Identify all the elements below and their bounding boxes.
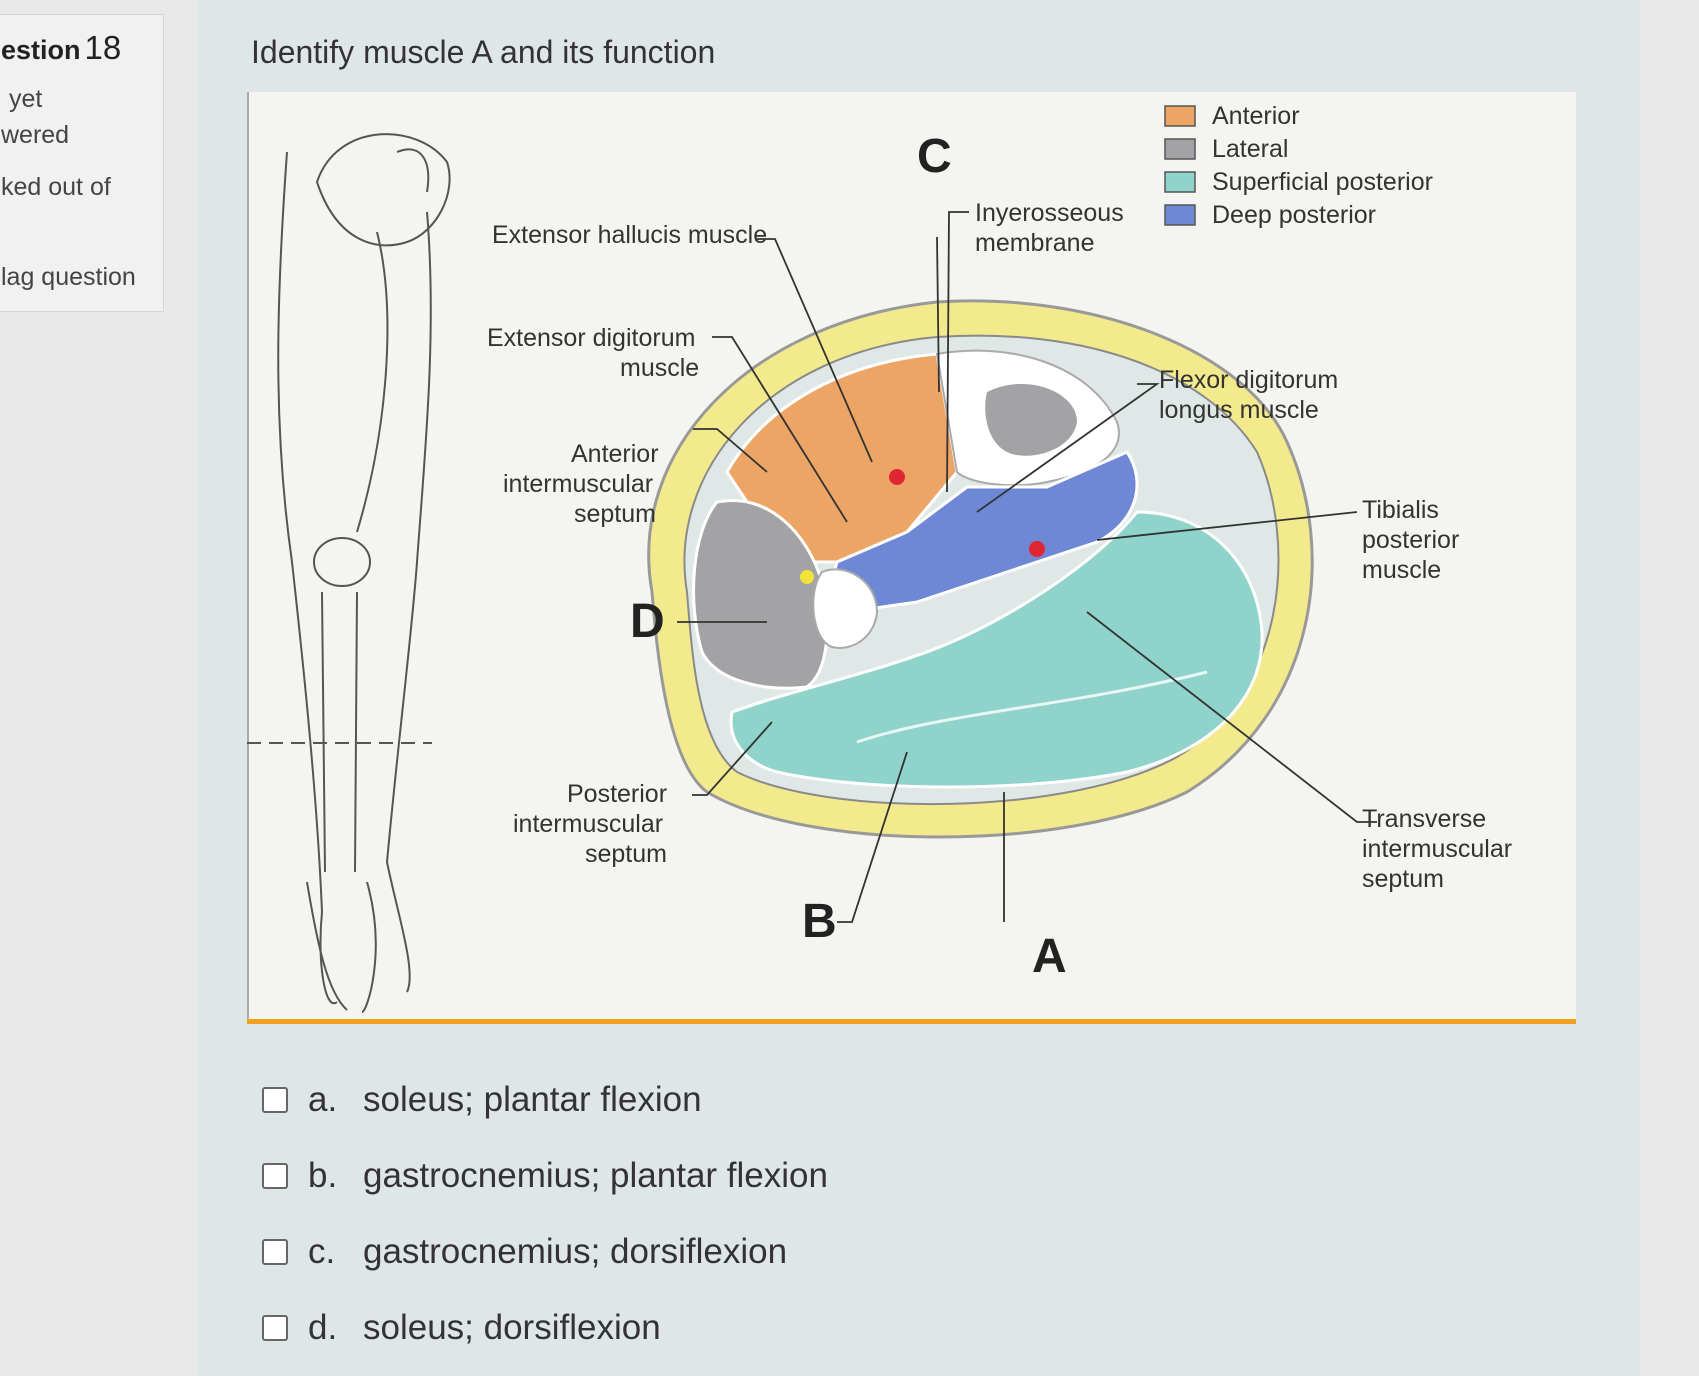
label-posterior-septum-line-1: Posterior bbox=[567, 780, 667, 808]
status-text-line-1: yet bbox=[9, 85, 43, 113]
label-anterior-septum-line-2: intermuscular bbox=[503, 470, 653, 498]
gastrocnemius-soleus-divider bbox=[856, 670, 1208, 744]
option-b-text: gastrocnemius; plantar flexion bbox=[363, 1156, 828, 1195]
label-transverse-septum-line-2: intermuscular bbox=[1362, 835, 1512, 863]
legend-swatch-lateral bbox=[1164, 138, 1196, 160]
label-extensor-digitorum-line-1: Extensor digitorum bbox=[487, 324, 695, 352]
question-text: Identify muscle A and its function bbox=[251, 34, 716, 70]
label-posterior-septum-line-3: septum bbox=[585, 840, 667, 868]
question-number: 18 bbox=[84, 29, 122, 66]
option-b-checkbox[interactable] bbox=[262, 1163, 288, 1189]
option-d-text: soleus; dorsiflexion bbox=[363, 1308, 661, 1347]
option-c-text: gastrocnemius; dorsiflexion bbox=[363, 1232, 788, 1271]
fibula-bone bbox=[812, 568, 879, 649]
answer-option-d[interactable]: d. soleus; dorsiflexion bbox=[262, 1308, 661, 1348]
legend-label-deep-posterior: Deep posterior bbox=[1212, 201, 1376, 229]
leg-skeleton-illustration bbox=[277, 133, 451, 1013]
option-a-text: soleus; plantar flexion bbox=[363, 1080, 702, 1119]
label-interosseous-line-1: Inyerosseous bbox=[975, 199, 1124, 227]
legend-label-superficial-posterior: Superficial posterior bbox=[1212, 168, 1433, 196]
option-d-checkbox[interactable] bbox=[262, 1315, 288, 1341]
answer-option-c[interactable]: c. gastrocnemius; dorsiflexion bbox=[262, 1232, 787, 1272]
answer-option-b[interactable]: b. gastrocnemius; plantar flexion bbox=[262, 1156, 828, 1196]
tibia-marrow bbox=[985, 383, 1077, 456]
label-posterior-septum-line-2: intermuscular bbox=[513, 810, 663, 838]
option-b-letter: b. bbox=[308, 1156, 338, 1195]
option-d-letter: d. bbox=[308, 1308, 338, 1347]
superficial-posterior-compartment bbox=[729, 510, 1264, 789]
option-a-letter: a. bbox=[308, 1080, 338, 1119]
letter-b: B bbox=[802, 895, 837, 948]
legend: Anterior Lateral Superficial posterior D… bbox=[1164, 102, 1433, 229]
legend-swatch-superficial-posterior bbox=[1164, 171, 1196, 193]
option-c-letter: c. bbox=[308, 1232, 336, 1271]
label-anterior-septum-line-3: septum bbox=[574, 500, 656, 528]
label-transverse-septum-line-3: septum bbox=[1362, 865, 1444, 893]
legend-label-anterior: Anterior bbox=[1212, 102, 1300, 130]
legend-swatch-anterior bbox=[1164, 105, 1196, 127]
label-flexor-digitorum-line-2: longus muscle bbox=[1159, 396, 1319, 424]
label-tibialis-line-3: muscle bbox=[1362, 556, 1441, 584]
legend-label-lateral: Lateral bbox=[1212, 135, 1288, 163]
answer-option-a[interactable]: a. soleus; plantar flexion bbox=[262, 1080, 702, 1120]
status-text-line-2: wered bbox=[1, 121, 70, 149]
label-extensor-digitorum-line-2: muscle bbox=[620, 354, 699, 382]
flag-question-link[interactable]: lag question bbox=[1, 263, 136, 291]
neurovascular-bundle-posterior bbox=[1029, 541, 1045, 557]
nerve-dot bbox=[800, 570, 814, 584]
label-tibialis-line-1: Tibialis bbox=[1362, 496, 1439, 524]
leader-lines bbox=[677, 211, 1377, 923]
question-label: estion bbox=[1, 35, 81, 65]
label-transverse-septum-line-1: Transverse bbox=[1362, 805, 1486, 833]
option-c-checkbox[interactable] bbox=[262, 1239, 288, 1265]
leg-cross-section-diagram: Anterior Lateral Superficial posterior D… bbox=[247, 102, 1512, 1013]
letter-a: A bbox=[1032, 930, 1067, 983]
label-flexor-digitorum-line-1: Flexor digitorum bbox=[1159, 366, 1338, 394]
label-tibialis-line-2: posterior bbox=[1362, 526, 1459, 554]
lateral-compartment-d bbox=[692, 499, 829, 690]
neurovascular-bundle-anterior bbox=[889, 469, 905, 485]
letter-c: C bbox=[917, 130, 952, 183]
label-anterior-septum-line-1: Anterior bbox=[571, 440, 659, 468]
figure-bottom-rule bbox=[247, 1019, 1576, 1024]
label-extensor-hallucis: Extensor hallucis muscle bbox=[492, 221, 767, 249]
option-a-checkbox[interactable] bbox=[262, 1087, 288, 1113]
legend-swatch-deep-posterior bbox=[1164, 204, 1196, 226]
letter-d: D bbox=[630, 595, 665, 648]
label-interosseous-line-2: membrane bbox=[975, 229, 1095, 257]
cross-section-drawing bbox=[647, 299, 1314, 839]
marks-text: ked out of bbox=[1, 173, 111, 201]
